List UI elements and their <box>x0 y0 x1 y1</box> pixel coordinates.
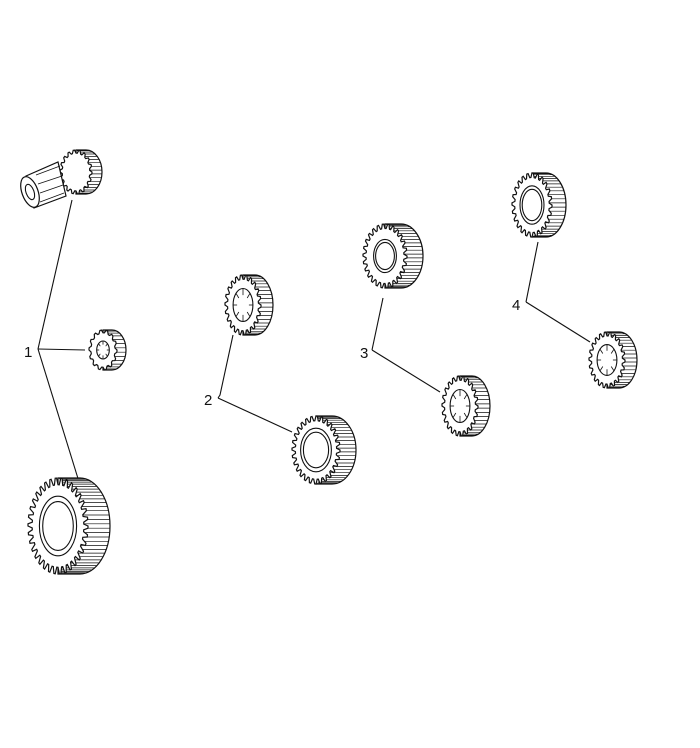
gear-synchro-gear-4a <box>511 172 567 238</box>
gear-input-shaft-pinion <box>59 149 103 195</box>
gear-splined-gear-3b <box>441 375 491 437</box>
leader-4-to-gear-b <box>525 301 591 343</box>
callout-3: 3 <box>360 345 368 362</box>
gear-splined-gear-4b <box>588 331 638 389</box>
leader-3-to-gear-a <box>371 297 384 351</box>
callout-4: 4 <box>512 297 520 314</box>
input-shaft-body <box>20 161 67 209</box>
callout-2: 2 <box>204 392 212 409</box>
callout-1: 1 <box>24 344 32 361</box>
leader-4-to-gear-a <box>525 241 539 303</box>
leader-1-to-shaft <box>37 199 73 350</box>
leader-3-to-gear-b <box>371 349 441 393</box>
gears <box>27 149 638 575</box>
leader-1-to-small-gear <box>37 348 86 351</box>
gear-small-spur-gear <box>88 329 127 371</box>
gear-splined-gear-2a <box>224 274 274 336</box>
leader-1-to-ring-gear <box>37 348 81 486</box>
gear-synchro-gear-3a <box>362 223 424 289</box>
leader-2-to-gear-a <box>217 334 234 399</box>
gear-large-ring-gear <box>27 477 111 575</box>
gear-synchro-gear-2b <box>291 415 357 485</box>
leader-lines <box>37 199 591 486</box>
leader-2-to-gear-b <box>217 397 293 433</box>
